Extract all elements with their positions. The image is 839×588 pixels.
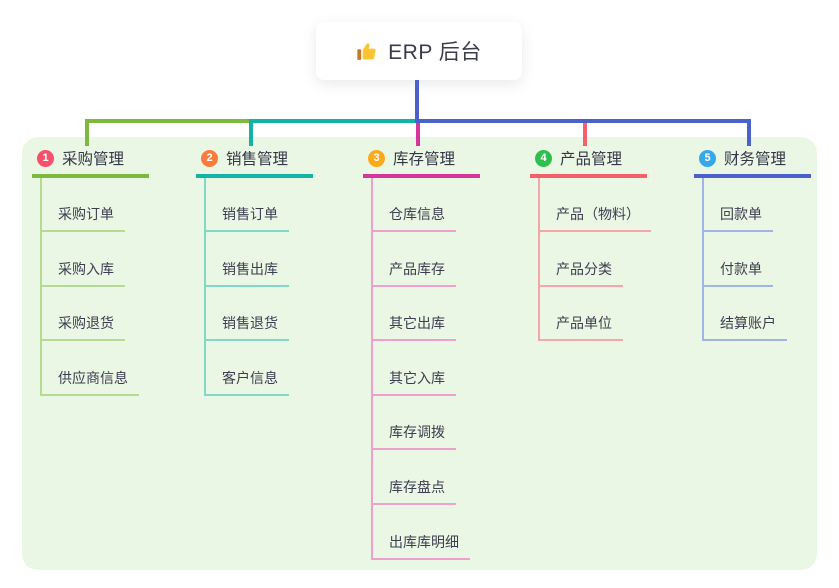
branch-5-child-2-underline [702,284,773,287]
branch-2-label: 销售管理 [226,151,289,168]
branch-1-child-1-underline [40,230,125,232]
branch-2-child-3[interactable]: 销售退货 [222,315,278,332]
branch-4-child-2[interactable]: 产品分类 [556,260,612,277]
branch-3-bracket [371,177,373,560]
branch-3-child-3-underline [371,339,456,342]
branch-3-stub [416,119,420,146]
branch-5-label: 财务管理 [724,151,787,168]
branch-1-child-1[interactable]: 采购订单 [58,206,114,222]
branch-1-child-3[interactable]: 采购退货 [58,315,114,332]
branch-4-child-2-underline [538,284,623,287]
branch-1-underline [32,174,149,178]
branch-5-stub [747,119,751,146]
root-label: ERP 后台 [388,41,482,64]
background-panel [22,137,817,570]
branch-5-badge: 5 [699,149,716,167]
branch-5-header[interactable]: 5 财务管理 [699,146,786,170]
branch-2-badge: 2 [201,149,218,167]
branch-4-child-1-underline [538,230,651,232]
branch-3-child-1[interactable]: 仓库信息 [389,206,445,222]
branch-3-child-1-underline [371,230,456,232]
branch-1-label: 采购管理 [62,151,125,168]
branch-1-child-2[interactable]: 采购入库 [58,260,114,277]
branch-4-underline [530,174,647,178]
branch-1-child-4[interactable]: 供应商信息 [58,369,128,386]
branch-3-child-2[interactable]: 产品库存 [389,260,445,277]
branch-5-child-1-underline [702,230,773,232]
branch-3-child-5[interactable]: 库存调拨 [389,424,445,441]
branch-5-child-1[interactable]: 回款单 [720,206,762,222]
branch-5-child-2[interactable]: 付款单 [720,260,762,277]
bus-segment-middle [249,119,417,123]
branch-3-badge: 3 [368,149,385,167]
branch-1-child-4-underline [40,393,139,396]
branch-5-child-3-underline [702,339,787,342]
branch-4-bracket [538,177,540,342]
root-node[interactable]: ERP 后台 [316,22,522,80]
branch-3-child-6[interactable]: 库存盘点 [389,479,445,495]
branch-3-child-7[interactable]: 出库库明细 [389,533,459,550]
thumbs-up-icon [356,40,379,63]
branch-2-child-3-underline [204,339,289,342]
branch-2-child-2-underline [204,284,289,287]
branch-2-child-4[interactable]: 客户信息 [222,369,278,386]
branch-2-child-4-underline [204,393,289,396]
branch-4-header[interactable]: 4 产品管理 [535,146,622,170]
branch-1-stub [85,119,89,146]
branch-4-stub [583,119,587,146]
branch-3-child-4-underline [371,393,456,396]
branch-2-underline [196,174,313,178]
branch-2-header[interactable]: 2 销售管理 [201,146,288,170]
branch-4-label: 产品管理 [560,151,623,168]
branch-1-bracket [40,177,42,396]
branch-4-badge: 4 [535,149,552,167]
branch-5-underline [694,174,811,178]
bus-segment-left [85,119,251,123]
branch-3-child-7-underline [371,557,470,560]
branch-1-child-3-underline [40,339,125,342]
branch-3-child-5-underline [371,448,456,451]
branch-4-child-3[interactable]: 产品单位 [556,315,612,332]
branch-3-child-3[interactable]: 其它出库 [389,315,445,332]
branch-2-child-1-underline [204,230,289,232]
branch-3-underline [363,174,480,178]
branch-4-child-3-underline [538,339,623,342]
branch-1-child-2-underline [40,284,125,287]
bus-segment-right [415,119,751,123]
branch-3-label: 库存管理 [393,151,456,168]
branch-3-child-6-underline [371,503,456,505]
connector-root-drop [415,80,419,123]
branch-1-badge: 1 [37,149,54,167]
branch-3-child-4[interactable]: 其它入库 [389,369,445,386]
branch-4-child-1[interactable]: 产品（物料） [556,206,640,222]
branch-2-child-2[interactable]: 销售出库 [222,260,278,277]
branch-2-child-1[interactable]: 销售订单 [222,206,278,222]
branch-1-header[interactable]: 1 采购管理 [37,146,124,170]
branch-5-child-3[interactable]: 结算账户 [720,315,776,332]
branch-2-stub [249,119,253,146]
branch-3-header[interactable]: 3 库存管理 [368,146,455,170]
branch-2-bracket [204,177,206,396]
branch-5-bracket [702,177,704,342]
branch-3-child-2-underline [371,284,456,287]
